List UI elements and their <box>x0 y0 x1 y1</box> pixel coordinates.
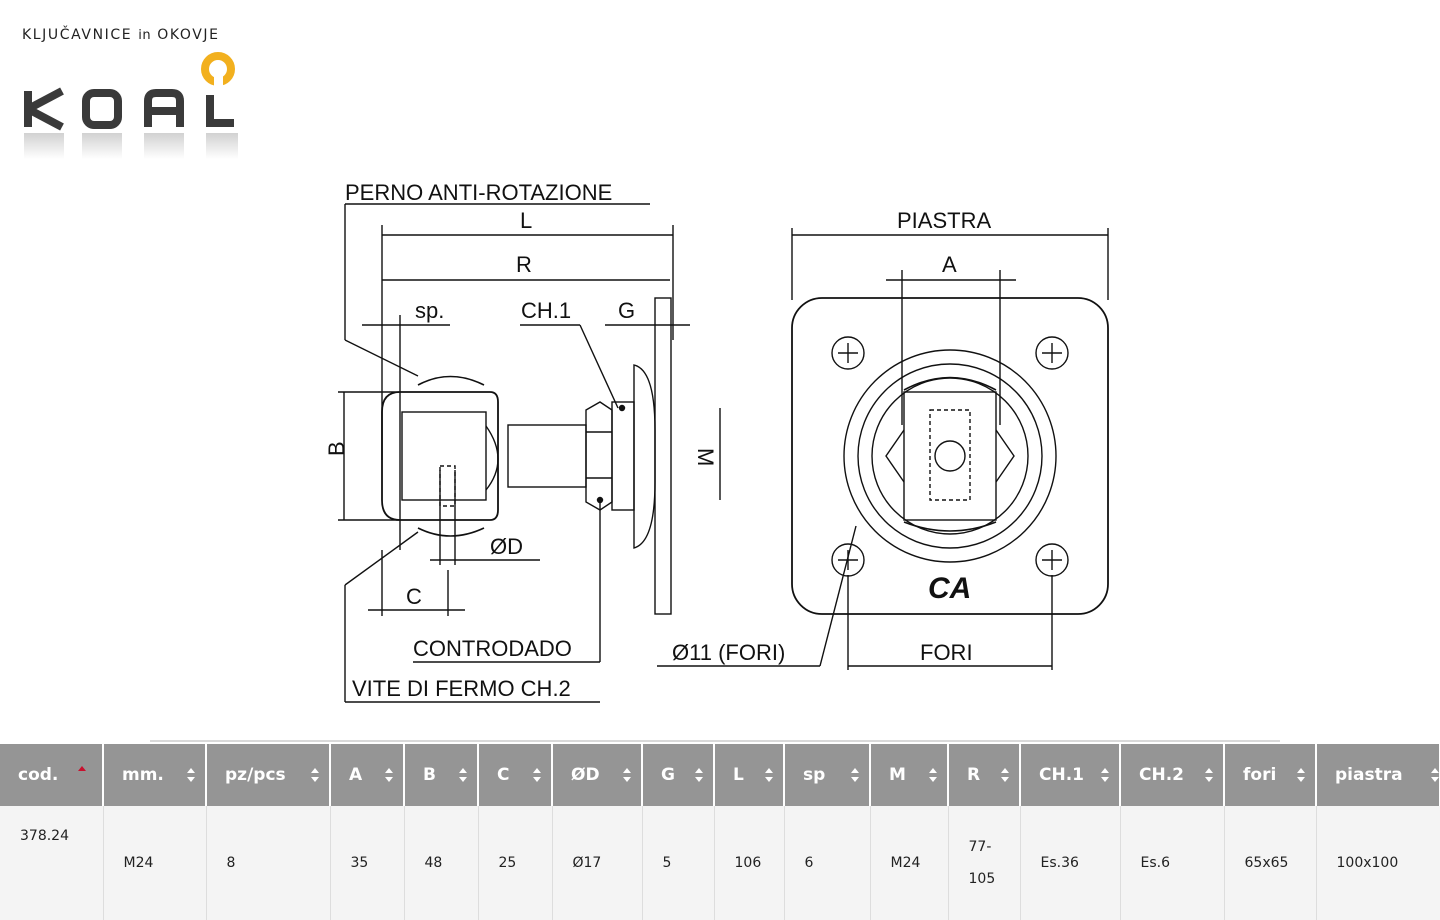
column-header-ch2[interactable]: CH.2 <box>1120 744 1225 806</box>
sort-icon[interactable] <box>929 768 937 782</box>
sort-icon[interactable] <box>459 768 467 782</box>
column-header-c[interactable]: C <box>478 744 553 806</box>
column-header-cod[interactable]: cod. <box>0 744 104 806</box>
column-header-piastra[interactable]: piastra <box>1316 744 1440 806</box>
table-row: 378.24 M24 8 35 48 25 Ø17 5 106 6 M24 77… <box>0 806 1440 920</box>
cell-ch1: Es.36 <box>1020 806 1121 920</box>
label-fori: FORI <box>920 640 973 665</box>
column-header-a[interactable]: A <box>330 744 405 806</box>
cell-a: 35 <box>330 806 405 920</box>
label-C: C <box>406 584 422 609</box>
table-header-row: cod. mm. pz/pcs A B C ØD G L sp M R CH.1… <box>0 744 1440 806</box>
sort-icon[interactable] <box>695 768 703 782</box>
column-header-sp[interactable]: sp <box>784 744 871 806</box>
cell-sp: 6 <box>784 806 871 920</box>
brand-logo[interactable]: KLJUČAVNICE in OKOVJE <box>22 27 252 163</box>
cell-mm: M24 <box>103 806 207 920</box>
label-ca-mark: CA <box>928 572 971 605</box>
cell-l: 106 <box>714 806 785 920</box>
sort-icon[interactable] <box>1001 768 1009 782</box>
cell-c: 25 <box>478 806 553 920</box>
label-piastra: PIASTRA <box>897 208 991 233</box>
label-M: M <box>693 448 718 466</box>
sort-icon[interactable] <box>765 768 773 782</box>
column-header-ch1[interactable]: CH.1 <box>1020 744 1121 806</box>
cell-cod: 378.24 <box>0 806 104 920</box>
specification-table: cod. mm. pz/pcs A B C ØD G L sp M R CH.1… <box>0 744 1440 920</box>
sort-icon[interactable] <box>1431 768 1438 782</box>
label-A: A <box>942 252 957 277</box>
cell-r: 77-105 <box>948 806 1021 920</box>
label-fori-holes: Ø11 (FORI) <box>672 640 785 665</box>
label-vite: VITE DI FERMO CH.2 <box>352 676 571 701</box>
column-header-mm[interactable]: mm. <box>103 744 207 806</box>
sort-icon[interactable] <box>1205 768 1213 782</box>
sort-icon[interactable] <box>187 768 195 782</box>
sort-icon[interactable] <box>851 768 859 782</box>
technical-drawing: PERNO ANTI-ROTAZIONE L R sp. CH.1 G B M … <box>324 180 1109 703</box>
brand-tagline: KLJUČAVNICE in OKOVJE <box>22 27 252 43</box>
tagline-main: KLJUČAVNICE <box>22 27 133 43</box>
sort-icon[interactable] <box>1297 768 1305 782</box>
cell-g: 5 <box>642 806 715 920</box>
label-sp: sp. <box>415 298 444 323</box>
column-header-l[interactable]: L <box>714 744 785 806</box>
section-divider <box>150 740 1280 742</box>
column-header-diameter[interactable]: ØD <box>552 744 643 806</box>
sort-icon[interactable] <box>533 768 541 782</box>
sort-icon[interactable] <box>1101 768 1109 782</box>
label-L: L <box>520 208 532 233</box>
column-header-b[interactable]: B <box>404 744 479 806</box>
cell-m: M24 <box>870 806 949 920</box>
label-ch1: CH.1 <box>521 298 571 323</box>
label-G: G <box>618 298 635 323</box>
column-header-m[interactable]: M <box>870 744 949 806</box>
tagline-end: OKOVJE <box>157 27 220 43</box>
column-header-g[interactable]: G <box>642 744 715 806</box>
cell-pz-pcs: 8 <box>206 806 331 920</box>
label-perno: PERNO ANTI-ROTAZIONE <box>345 180 612 205</box>
sort-ascending-icon[interactable] <box>78 766 86 782</box>
koal-logo-icon <box>24 52 238 159</box>
cell-fori: 65x65 <box>1224 806 1317 920</box>
cell-piastra: 100x100 <box>1316 806 1440 920</box>
cell-ch2: Es.6 <box>1120 806 1225 920</box>
column-header-pz-pcs[interactable]: pz/pcs <box>206 744 331 806</box>
sort-icon[interactable] <box>623 768 631 782</box>
cell-b: 48 <box>404 806 479 920</box>
label-controdado: CONTRODADO <box>413 636 572 661</box>
sort-icon[interactable] <box>311 768 319 782</box>
column-header-fori[interactable]: fori <box>1224 744 1317 806</box>
sort-icon[interactable] <box>385 768 393 782</box>
column-header-r[interactable]: R <box>948 744 1021 806</box>
label-R: R <box>516 252 532 277</box>
cell-diameter: Ø17 <box>552 806 643 920</box>
label-B: B <box>324 441 349 456</box>
label-D: ØD <box>490 534 523 559</box>
tagline-in: in <box>138 28 152 43</box>
